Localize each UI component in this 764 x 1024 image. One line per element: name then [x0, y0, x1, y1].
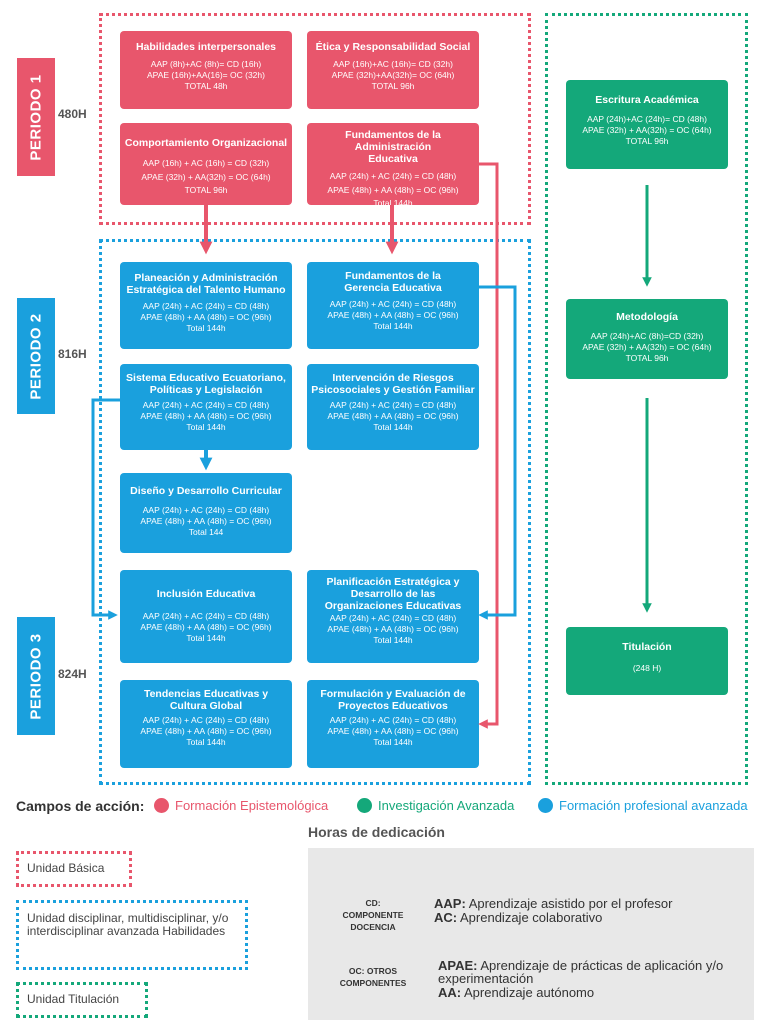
course-inclusion-educativa: Inclusión Educativa AAP (24h) + AC (24h)…	[120, 570, 292, 663]
ac-definition: AC: Aprendizaje colaborativo	[434, 910, 603, 925]
unidad-basica-frame	[99, 13, 531, 225]
unit-titulacion-key: Unidad Titulación	[16, 982, 148, 1018]
unidad-disciplinar-frame	[99, 239, 531, 785]
course-sistema-educativo: Sistema Educativo Ecuatoriano, Políticas…	[120, 364, 292, 450]
unit-disciplinar-key: Unidad disciplinar, multidisciplinar, y/…	[16, 900, 248, 970]
legend-item-epistemologica: Formación Epistemológica	[154, 798, 328, 813]
legend-dot-blue	[538, 798, 553, 813]
course-fundamentos-gerencia: Fundamentos de la Gerencia Educativa AAP…	[307, 262, 479, 349]
periodo-2-hours: 816H	[58, 347, 87, 361]
cd-label: CD: COMPONENTE DOCENCIA	[342, 898, 404, 932]
course-escritura-academica: Escritura Académica AAP (24h)+AC (24h)= …	[566, 80, 728, 169]
horas-title: Horas de dedicación	[308, 824, 445, 840]
legend-dot-green	[357, 798, 372, 813]
legend-item-investigacion: Investigación Avanzada	[357, 798, 514, 813]
apae-definition: APAE: Aprendizaje de prácticas de aplica…	[438, 958, 724, 986]
course-intervencion-riesgos: Intervención de Riesgos Psicosociales y …	[307, 364, 479, 450]
oc-label: OC: OTROS COMPONENTES	[339, 966, 407, 988]
legend-dot-pink	[154, 798, 169, 813]
periodo-1-label: PERIODO 1	[17, 58, 55, 176]
periodo-2-label: PERIODO 2	[17, 298, 55, 414]
connector-arrows	[91, 162, 652, 729]
course-comportamiento-organizacional: Comportamiento Organizacional AAP (16h) …	[120, 123, 292, 205]
course-habilidades-interpersonales: Habilidades interpersonales AAP (8h)+AC …	[120, 31, 292, 109]
arrow-gerencia-to-planificacion	[478, 285, 517, 620]
periodo-3-label: PERIODO 3	[17, 617, 55, 735]
course-diseno-curricular: Diseño y Desarrollo Curricular AAP (24h)…	[120, 473, 292, 553]
arrow-fundamentos-to-formulacion	[478, 162, 499, 729]
aa-definition: AA: Aprendizaje autónomo	[438, 985, 595, 1000]
arrow-sistema-to-inclusion	[91, 398, 120, 620]
legend-title: Campos de acción:	[16, 798, 145, 814]
unidad-titulacion-frame	[545, 13, 748, 785]
periodo-3-hours: 824H	[58, 667, 87, 681]
course-etica-responsabilidad-social: Ética y Responsabilidad Social AAP (16h)…	[307, 31, 479, 109]
course-formulacion-proyectos: Formulación y Evaluación de Proyectos Ed…	[307, 680, 479, 768]
course-fundamentos-administracion: Fundamentos de la Administración Educati…	[307, 123, 479, 208]
course-tendencias-educativas: Tendencias Educativas y Cultura Global A…	[120, 680, 292, 768]
course-planificacion-estrategica: Planificación Estratégica y Desarrollo d…	[307, 570, 479, 663]
unit-basica-key: Unidad Básica	[16, 851, 132, 887]
course-planeacion-talento-humano: Planeación y Administración Estratégica …	[120, 262, 292, 349]
aap-definition: AAP: Aprendizaje asistido por el profeso…	[434, 896, 673, 911]
legend-item-profesional: Formación profesional avanzada	[538, 798, 748, 813]
periodo-1-hours: 480H	[58, 107, 87, 121]
horas-panel	[308, 848, 754, 1020]
course-metodologia: Metodología AAP (24h)+AC (8h)=CD (32h) A…	[566, 299, 728, 379]
course-titulacion: Titulación (248 H)	[566, 627, 728, 695]
